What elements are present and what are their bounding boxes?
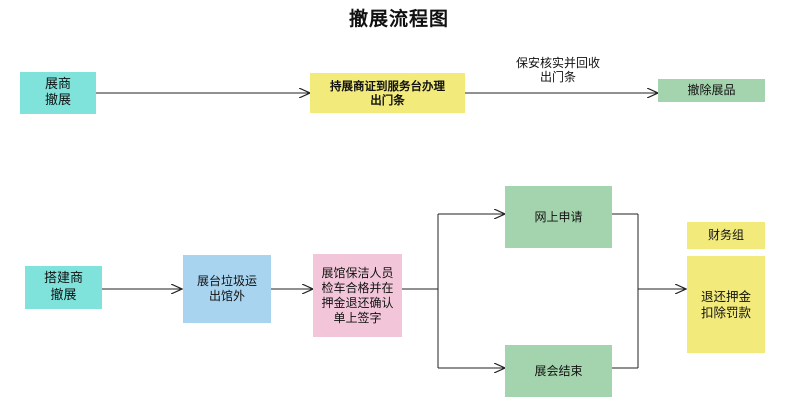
node-finance-label: 财务组	[707, 228, 744, 242]
node-remove-exhibits: 撤除展品	[658, 79, 765, 102]
node-show-end: 展会结束	[505, 345, 612, 397]
security-note-label: 保安核实并回收 出门条	[515, 56, 600, 85]
node-builder-withdraw: 搭建商 撤展	[25, 266, 102, 309]
node-online-apply: 网上申请	[505, 186, 612, 248]
node-exhibitor-withdraw-label: 展商 撤展	[44, 76, 71, 108]
node-show-end-label: 展会结束	[534, 363, 583, 378]
node-online-apply-label: 网上申请	[534, 209, 583, 224]
node-pass-counter-label: 持展商证到服务台办理 出门条	[330, 78, 445, 107]
node-garbage-out: 展台垃圾运 出馆外	[183, 255, 271, 323]
node-builder-withdraw-label: 搭建商 撤展	[43, 271, 83, 303]
node-cleaner-check-label: 展馆保洁人员 检车合格并在 押金退还确认 单上签字	[321, 265, 394, 325]
node-finance: 财务组	[687, 222, 765, 249]
node-refund: 退还押金 扣除罚款	[687, 256, 765, 353]
node-remove-exhibits-label: 撤除展品	[687, 83, 736, 97]
node-garbage-out-label: 展台垃圾运 出馆外	[196, 274, 257, 303]
node-exhibitor-withdraw: 展商 撤展	[20, 72, 96, 114]
node-cleaner-check: 展馆保洁人员 检车合格并在 押金退还确认 单上签字	[313, 254, 402, 337]
security-note: 保安核实并回收 出门条	[490, 56, 626, 85]
node-pass-counter: 持展商证到服务台办理 出门条	[310, 73, 465, 113]
node-refund-label: 退还押金 扣除罚款	[700, 288, 751, 320]
diagram-title: 撤展流程图	[348, 8, 449, 30]
